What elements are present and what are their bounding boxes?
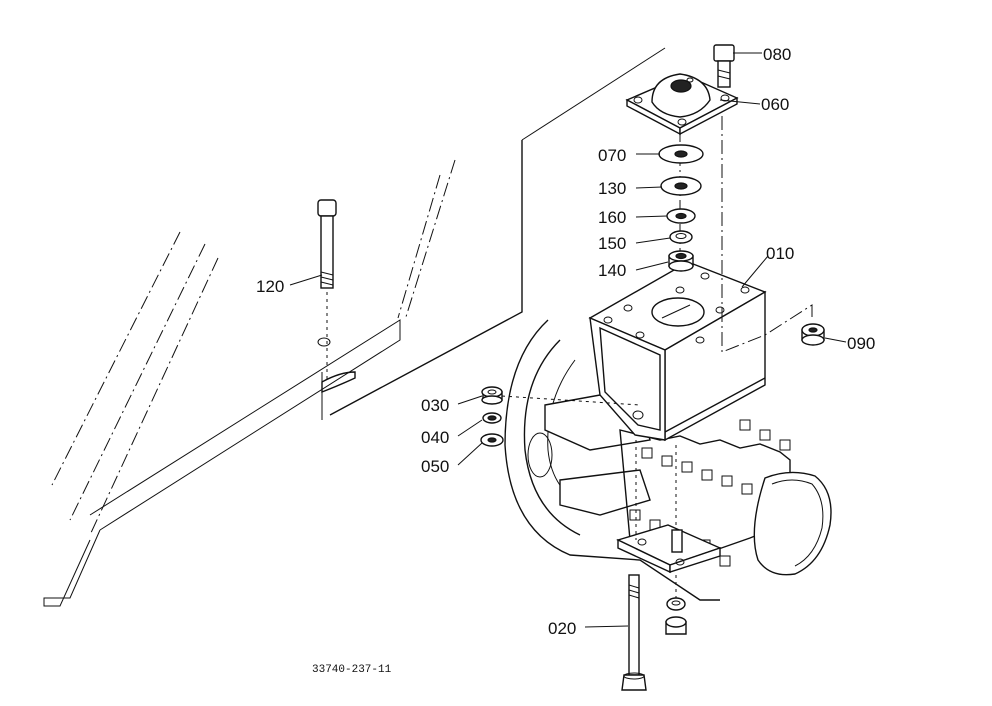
figure-code: 33740-237-11	[312, 664, 392, 676]
frame-rails	[43, 47, 666, 607]
nut-090	[801, 323, 825, 346]
callout-labels: 080 060 070 130 160 150 140 010 090 120 …	[256, 45, 875, 676]
callout-040: 040	[421, 428, 449, 447]
mounting-bracket-010	[588, 92, 813, 442]
callout-060: 060	[761, 95, 789, 114]
callout-090: 090	[847, 334, 875, 353]
callout-120: 120	[256, 277, 284, 296]
callout-010: 010	[766, 244, 794, 263]
callout-070: 070	[598, 146, 626, 165]
callout-030: 030	[421, 396, 449, 415]
callout-080: 080	[763, 45, 791, 64]
callout-160: 160	[598, 208, 626, 227]
callout-140: 140	[598, 261, 626, 280]
lower-plate	[616, 440, 722, 635]
nut-washer-stack	[480, 386, 641, 447]
callout-020: 020	[548, 619, 576, 638]
bolt-120	[317, 199, 337, 380]
callout-050: 050	[421, 457, 449, 476]
top-mount-stack	[625, 44, 739, 272]
leader-lines	[289, 52, 847, 628]
callout-130: 130	[598, 179, 626, 198]
bolt-020	[621, 574, 647, 691]
callout-150: 150	[598, 234, 626, 253]
